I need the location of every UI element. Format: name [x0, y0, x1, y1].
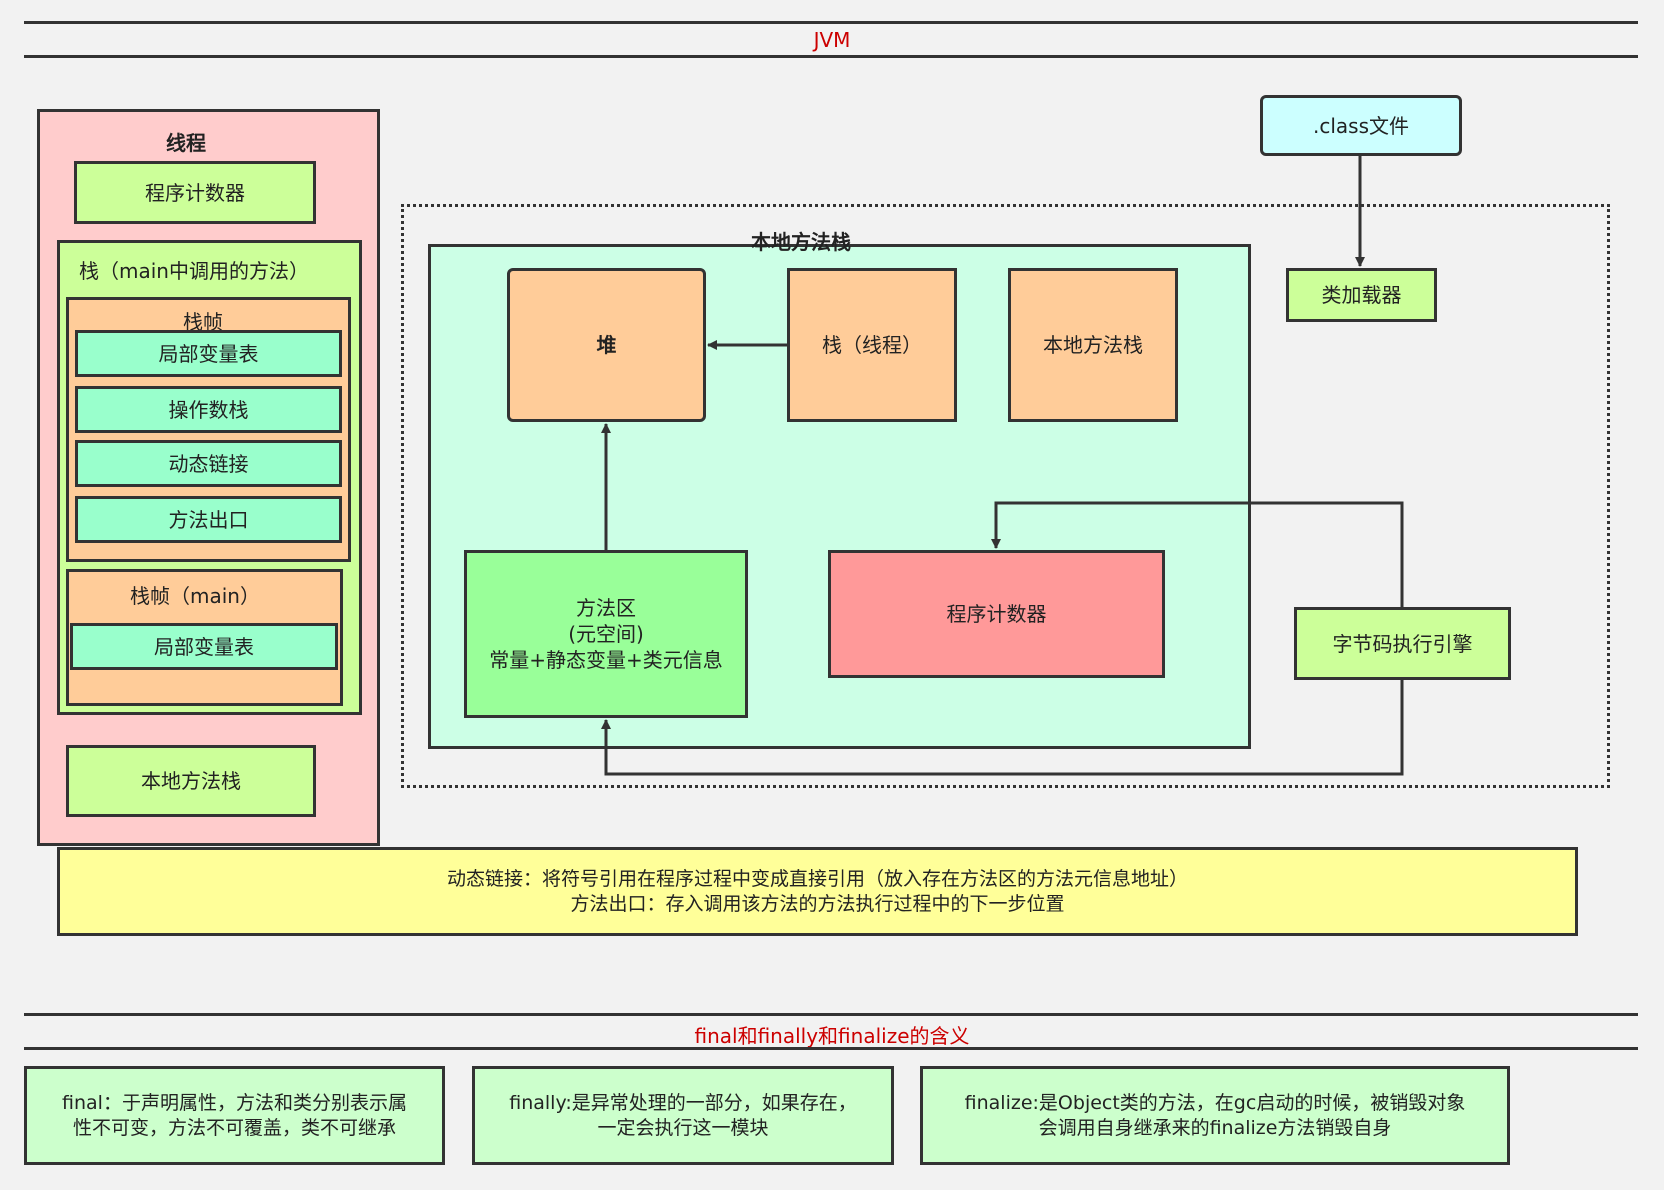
runtime-pc-box: 程序计数器	[828, 550, 1165, 678]
frame1-dynamic-link: 动态链接	[75, 440, 342, 487]
heap-label: 堆	[596, 333, 617, 357]
frame1-operand-stack: 操作数栈	[75, 386, 342, 433]
header-bottom-rule	[24, 55, 1638, 58]
thread-title: 线程	[166, 131, 206, 155]
stack-title: 栈（main中调用的方法）	[79, 259, 309, 283]
exec-engine-box: 字节码执行引擎	[1294, 607, 1511, 680]
method-area-line2: (元空间)	[568, 622, 644, 646]
runtime-area-label: 本地方法栈	[751, 230, 851, 254]
finally-box: finally:是异常处理的一部分，如果存在， 一定会执行这一模块	[472, 1066, 894, 1165]
finally-line1: finally:是异常处理的一部分，如果存在，	[509, 1091, 857, 1114]
note-dynamic-link: 动态链接：将符号引用在程序过程中变成直接引用（放入存在方法区的方法元信息地址）	[446, 867, 1188, 890]
final-line2: 性不可变，方法不可覆盖，类不可继承	[72, 1116, 396, 1139]
method-area-line3: 常量+静态变量+类元信息	[489, 648, 723, 672]
class-file-box: .class文件	[1260, 95, 1462, 156]
frame-main-local-var-table: 局部变量表	[70, 623, 338, 670]
note-method-exit: 方法出口：存入调用该方法的方法执行过程中的下一步位置	[570, 892, 1065, 915]
final-box: final：于声明属性，方法和类分别表示属 性不可变，方法不可覆盖，类不可继承	[24, 1066, 445, 1165]
stack-thread-box: 栈（线程）	[787, 268, 957, 422]
method-area-line1: 方法区	[576, 596, 636, 620]
method-area-box: 方法区 (元空间) 常量+静态变量+类元信息	[464, 550, 748, 718]
stack-frame-main-title: 栈帧（main）	[130, 584, 260, 608]
finally-line2: 一定会执行这一模块	[597, 1116, 769, 1139]
heap-box: 堆	[507, 268, 706, 422]
runtime-dotted-container	[401, 204, 1610, 788]
class-loader-box: 类加载器	[1286, 268, 1437, 322]
header-top-rule	[24, 21, 1638, 24]
native-stack-box: 本地方法栈	[1008, 268, 1178, 422]
frame1-method-exit: 方法出口	[75, 496, 342, 543]
frame1-local-var-table: 局部变量表	[75, 330, 342, 377]
final-section-title: final和finally和finalize的含义	[694, 1024, 970, 1048]
final-bottom-rule	[24, 1047, 1638, 1050]
explanation-note: 动态链接：将符号引用在程序过程中变成直接引用（放入存在方法区的方法元信息地址） …	[57, 847, 1578, 936]
thread-pc-box: 程序计数器	[74, 161, 316, 224]
jvm-title: JVM	[813, 28, 851, 52]
finalize-box: finalize:是Object类的方法，在gc启动的时候，被销毁对象 会调用自…	[920, 1066, 1510, 1165]
finalize-line2: 会调用自身继承来的finalize方法销毁自身	[1038, 1116, 1392, 1139]
final-top-rule	[24, 1013, 1638, 1016]
thread-native-stack-box: 本地方法栈	[66, 745, 316, 817]
final-line1: final：于声明属性，方法和类分别表示属	[62, 1091, 407, 1114]
finalize-line1: finalize:是Object类的方法，在gc启动的时候，被销毁对象	[964, 1091, 1466, 1114]
